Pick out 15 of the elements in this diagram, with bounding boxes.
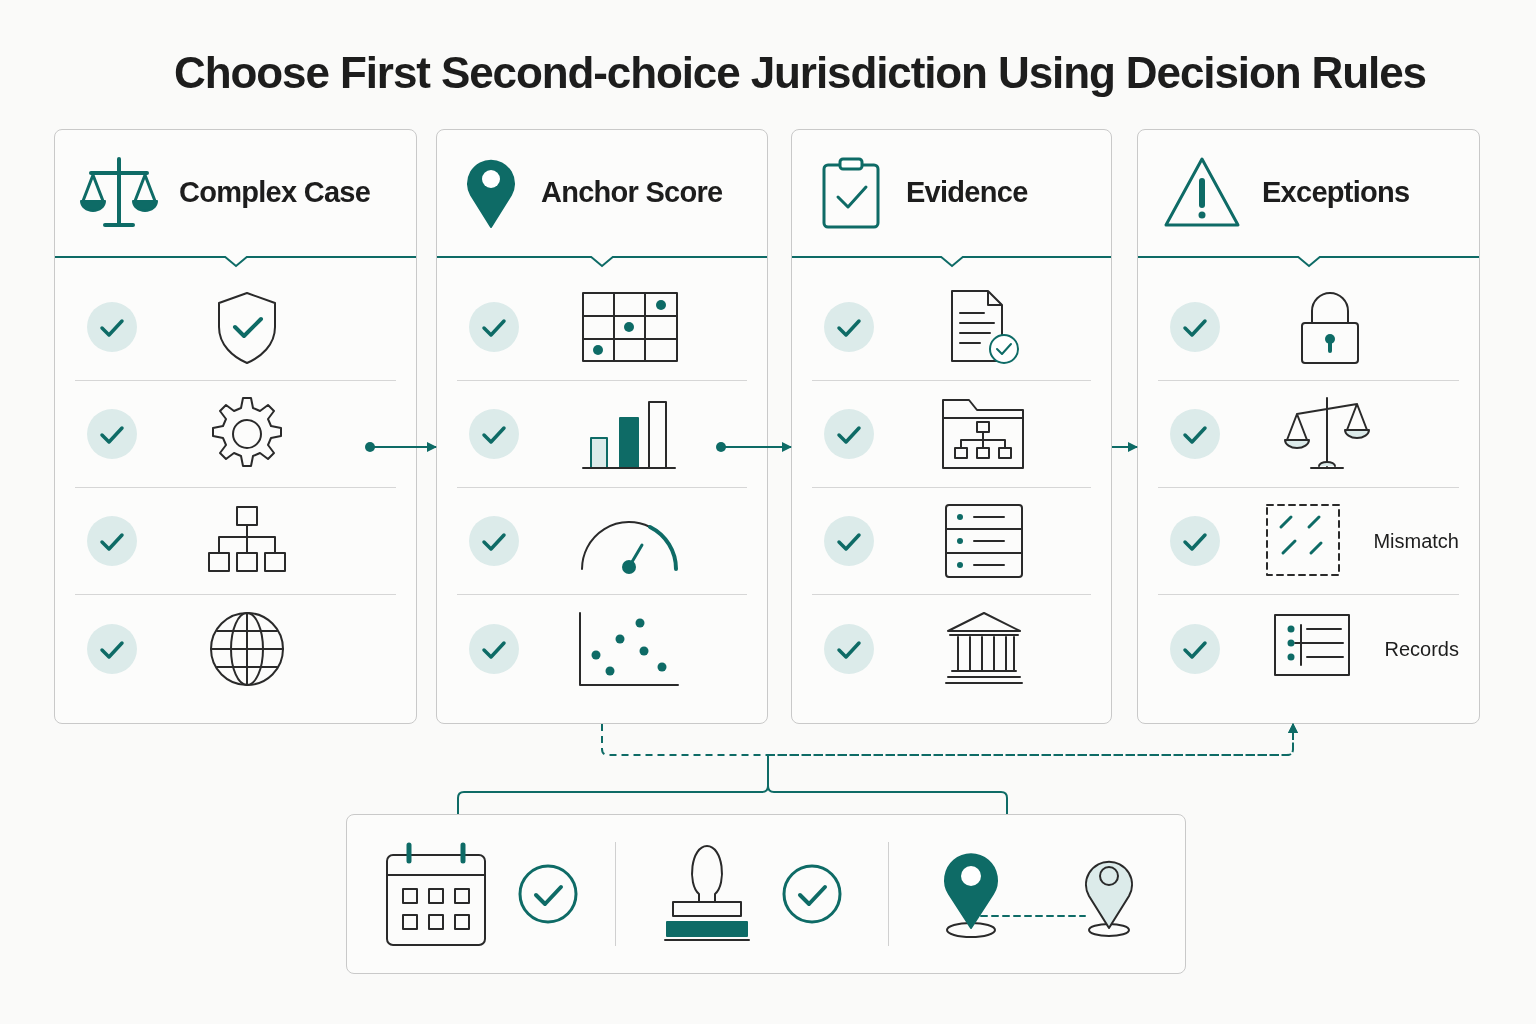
panel-heading: Anchor Score (541, 175, 723, 211)
column-panel (436, 129, 768, 724)
column-panel (54, 129, 417, 724)
arrow (1111, 442, 1138, 452)
row-label: Records (1384, 636, 1459, 662)
row-label: Mismatch (1373, 529, 1459, 554)
column-panel (1137, 129, 1480, 724)
arrow (716, 442, 792, 452)
arrow (365, 442, 437, 452)
panel-heading: Exceptions (1262, 175, 1410, 211)
panel-heading: Complex Case (179, 175, 371, 211)
column-panel (791, 129, 1112, 724)
panel-heading: Evidence (906, 175, 1028, 211)
rules-panel (346, 814, 1186, 974)
diagram-title: Choose First Second-choice Jurisdiction Using Decision Rules (173, 47, 1427, 99)
